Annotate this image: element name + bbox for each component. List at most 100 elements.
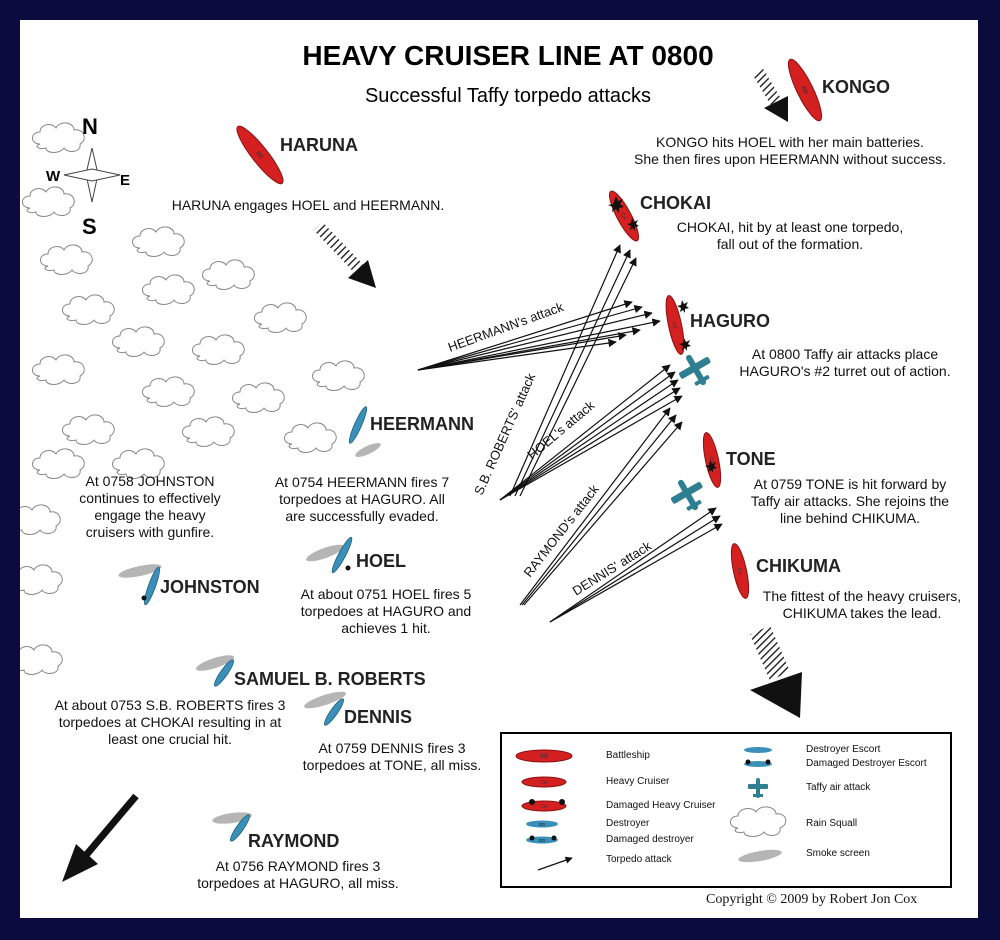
note-line: The fittest of the heavy cruisers, [762, 588, 962, 604]
legend-ca-mark: CA [541, 780, 549, 786]
note-line: At 0800 Taffy air attacks place [751, 346, 939, 362]
hoel-ship [331, 536, 353, 574]
legend-ddd-mark: DD [539, 838, 546, 843]
johnston-label: JOHNSTON [160, 577, 260, 597]
raymond-attack-label: RAYMOND's attack [521, 481, 603, 579]
note-line: CHIKUMA takes the lead. [782, 605, 942, 621]
chikuma-label: CHIKUMA [756, 556, 841, 576]
roberts-note: At about 0753 S.B. ROBERTS fires 3 torpe… [30, 697, 310, 748]
haruna-ship: BB [236, 125, 284, 185]
haguro-hull-mark: CA [670, 321, 677, 330]
chikuma-note: The fittest of the heavy cruisers, CHIKU… [746, 588, 978, 622]
legend-destroyer-label: Destroyer [606, 818, 650, 829]
note-line: CHOKAI, hit by at least one torpedo, [676, 219, 904, 235]
haruna-note: HARUNA engages HOEL and HEERMANN. [148, 197, 468, 214]
legend-rain-squall-label: Rain Squall [806, 818, 858, 829]
note-line: She then fires upon HEERMANN without suc… [633, 151, 947, 167]
legend-bb-mark: BB [540, 754, 548, 760]
legend-dd-mark: DD [539, 822, 546, 827]
note-line: At 0759 DENNIS fires 3 [318, 740, 466, 756]
haruna-course-arrow [313, 221, 376, 288]
note-line: At 0754 HEERMANN fires 7 [274, 474, 450, 490]
samuel-b-roberts-label: SAMUEL B. ROBERTS [234, 669, 426, 689]
note-line: cruisers with gunfire. [85, 524, 215, 540]
legend-destroyer-escort-icon [744, 747, 772, 753]
legend-symbols: BB CA CA DD DD [515, 747, 787, 871]
chokai-ship: CA [608, 190, 640, 242]
legend-torpedo-attack-label: Torpedo attack [606, 854, 672, 865]
note-line: line behind CHIKUMA. [779, 510, 921, 526]
map-canvas: BB BB CA CA CA CA [20, 20, 978, 918]
kongo-label: KONGO [822, 77, 891, 97]
note-line: engage the heavy [94, 507, 206, 523]
chokai-label: CHOKAI [640, 193, 711, 213]
note-line: torpedoes at HAGURO, all miss. [197, 875, 399, 891]
raymond-ship [229, 814, 251, 842]
compass-east: E [120, 172, 131, 189]
samuel-b-roberts-ship [213, 659, 235, 687]
note-line: are successfully evaded. [285, 508, 439, 524]
legend-taffy-air-icon [748, 778, 768, 798]
legend-destroyer-escort-label: Destroyer Escort [806, 744, 881, 755]
tone-label: TONE [726, 449, 776, 469]
legend-battleship-icon [515, 749, 573, 763]
heermann-note: At 0754 HEERMANN fires 7 torpedoes at HA… [252, 474, 472, 525]
legend-taffy-air-attack-label: Taffy air attack [806, 782, 871, 793]
note-line: Taffy air attacks. She rejoins the [750, 493, 950, 509]
chikuma-hull-mark: CA [735, 567, 742, 576]
tone-ship: CA [702, 432, 722, 488]
note-line: At 0756 RAYMOND fires 3 [215, 858, 381, 874]
note-line: At about 0753 S.B. ROBERTS fires 3 [54, 697, 286, 713]
note-line: torpedoes at CHOKAI resulting in at [58, 714, 282, 730]
southwest-arrow [62, 793, 139, 882]
kongo-ship: BB [787, 58, 823, 122]
us-ships [144, 406, 368, 842]
damage-marks [608, 196, 717, 473]
compass-north: N [82, 114, 98, 139]
legend-battleship-label: Battleship [606, 750, 650, 761]
haguro-air-attack-icon [679, 354, 711, 386]
legend-smoke-screen-label: Smoke screen [806, 848, 870, 859]
note-line: torpedoes at HAGURO. All [279, 491, 445, 507]
heermann-ship [348, 406, 368, 444]
legend-heavy-cruiser-label: Heavy Cruiser [606, 776, 670, 787]
chikuma-ship: CA [730, 543, 750, 599]
johnston-ship [144, 566, 160, 606]
hoel-label: HOEL [356, 551, 407, 571]
chikuma-course-arrow [749, 625, 802, 718]
hoel-attack-label: HOEL's attack [524, 397, 597, 462]
note-line: At 0759 TONE is hit forward by [753, 476, 947, 492]
legend-damaged-destroyer-escort-label: Damaged Destroyer Escort [806, 758, 927, 769]
note-line: continues to effectively [79, 490, 221, 506]
legend-smoke-screen-icon [738, 849, 782, 863]
haruna-label: HARUNA [280, 135, 358, 155]
note-line: achieves 1 hit. [341, 620, 431, 636]
page-title: HEAVY CRUISER LINE AT 0800 [302, 40, 714, 71]
legend-damaged-destroyer-escort-icon [744, 761, 772, 767]
note-line: least one crucial hit. [108, 731, 232, 747]
legend: BB CA CA DD DD Battleship Heavy Cruise [500, 732, 952, 888]
kongo-course-arrow [752, 68, 788, 122]
raymond-label: RAYMOND [248, 831, 340, 851]
raymond-note: At 0756 RAYMOND fires 3 torpedoes at HAG… [178, 858, 418, 892]
haguro-note: At 0800 Taffy air attacks place HAGURO's… [720, 346, 970, 380]
tone-air-attack-icon [671, 479, 703, 511]
legend-heavy-cruiser-icon [521, 776, 567, 788]
haguro-ship: CA [665, 295, 685, 355]
map-graphics: BB BB CA CA CA CA [20, 58, 823, 882]
haguro-label: HAGURO [690, 311, 770, 331]
torpedo-attack-lines [417, 244, 723, 623]
legend-rain-squall-icon [730, 806, 787, 837]
copyright-notice: Copyright © 2009 by Robert Jon Cox [706, 892, 918, 907]
johnston-note: At 0758 JOHNSTON continues to effectivel… [60, 473, 240, 541]
legend-dca-mark: CA [541, 804, 549, 810]
dennis-note: At 0759 DENNIS fires 3 torpedoes at TONE… [282, 740, 502, 774]
note-line: At 0758 JOHNSTON [85, 473, 215, 489]
kongo-hull-mark: BB [800, 86, 809, 96]
hoel-note: At about 0751 HOEL fires 5 torpedoes at … [276, 586, 496, 637]
note-line: torpedoes at TONE, all miss. [302, 757, 482, 773]
note-line: HAGURO's #2 turret out of action. [739, 363, 951, 379]
note-line: fall out of the formation. [716, 236, 864, 252]
heermann-label: HEERMANN [370, 414, 475, 434]
tone-note: At 0759 TONE is hit forward by Taffy air… [730, 476, 970, 527]
